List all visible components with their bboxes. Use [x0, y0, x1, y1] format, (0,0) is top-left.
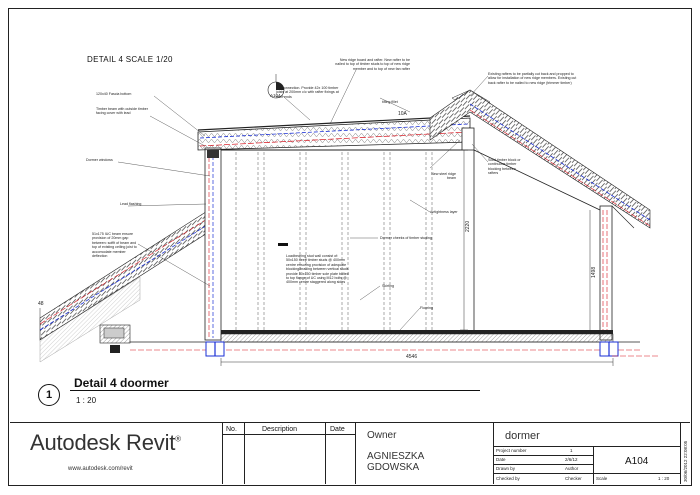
field-label-drawn-by: Drawn by — [496, 466, 516, 471]
note-lead-flashing: Lead flashing — [120, 202, 142, 206]
dormer-front-wall — [204, 147, 222, 341]
note-skirting: Skirting — [382, 284, 394, 288]
leader-lines — [117, 69, 489, 331]
dim-height: 2220 — [465, 220, 471, 232]
right-roof-slope — [429, 89, 651, 330]
note-flooring: Flooring — [420, 306, 433, 310]
floor-assembly — [110, 330, 640, 357]
rev-col-description: Description — [262, 426, 298, 433]
note-ridge-beam: New steel ridge beam — [431, 172, 456, 181]
field-value-project-number: 1 — [570, 448, 573, 453]
view-title-bar — [70, 390, 480, 391]
left-roof-slope — [39, 207, 213, 363]
sheet-name: dormer — [505, 430, 540, 442]
sheet-border — [8, 8, 692, 486]
note-tilting-fillet: tilting fillet — [382, 100, 398, 104]
dim-width: 4546 — [406, 354, 418, 360]
detail-title: DETAIL 4 SCALE 1/20 — [87, 55, 173, 64]
note-timber-beam: Timber beam with outside timber facing c… — [96, 107, 148, 116]
field-value-drawn-by: Author — [565, 466, 579, 471]
field-value-checked-by: Checker — [565, 476, 582, 481]
logo-url: www.autodesk.com/revit — [68, 466, 133, 472]
dim-small: 48 — [38, 301, 44, 307]
revit-logo: Autodesk Revit® — [30, 430, 181, 455]
note-top-2: Existing rafters to be partially cut bac… — [488, 72, 577, 85]
section-marker — [267, 74, 285, 99]
view-scale: 1 : 20 — [76, 396, 97, 405]
right-wall — [599, 205, 635, 341]
rev-col-no: No. — [226, 426, 237, 433]
field-label-checked-by: Checked by — [496, 476, 520, 481]
title-block — [10, 422, 690, 485]
field-value-date: 2/6/12 — [565, 457, 578, 462]
note-beam: 51x175 IUC beam ensure provision of 20mm… — [92, 232, 137, 259]
scale-label: Scale — [596, 476, 608, 481]
section-marker-sheet: A104 — [270, 93, 281, 98]
field-label-date: Date — [496, 457, 506, 462]
owner-name-line1: AGNIESZKA — [367, 451, 425, 462]
note-timber-block: Solid timber block or continuous timber … — [488, 158, 521, 176]
dimension-lines — [39, 149, 614, 366]
view-name: Detail 4 doormer — [74, 376, 169, 390]
owner-name-line2: GDOWSKA — [367, 462, 420, 473]
rev-col-date: Date — [330, 426, 345, 433]
scale-value: 1 : 20 — [658, 476, 670, 481]
print-date: 30/06/2012 22:08:05 — [683, 440, 688, 482]
note-loadbearing: Loadbearing stud wall consist of: 50x150… — [286, 254, 349, 285]
note-airtightness: Airtightness layer — [430, 210, 458, 214]
note-dormer-windows: Dormer windows — [86, 158, 113, 162]
interior-studs — [235, 152, 433, 330]
sheet-number: A104 — [625, 456, 649, 467]
view-number: 1 — [38, 384, 60, 406]
note-top-3: Ply connection. Provide 42x 100 timber j… — [276, 86, 339, 99]
note-fascia: 120x40 Fascia bottom — [96, 92, 132, 96]
owner-label: Owner — [367, 430, 397, 441]
section-marker-num: 1 — [273, 84, 276, 89]
section-drawing — [39, 69, 660, 366]
note-top-1: New ridge board and rafter. New rafter t… — [335, 58, 410, 71]
field-label-project-number: Project number — [496, 448, 527, 453]
angle-label: 10A — [398, 111, 407, 117]
dormer-roof — [197, 115, 471, 151]
note-dormer-cheeks: Dormer cheeks of timber studing — [380, 236, 432, 240]
dim-height-right: 1498 — [591, 266, 597, 278]
